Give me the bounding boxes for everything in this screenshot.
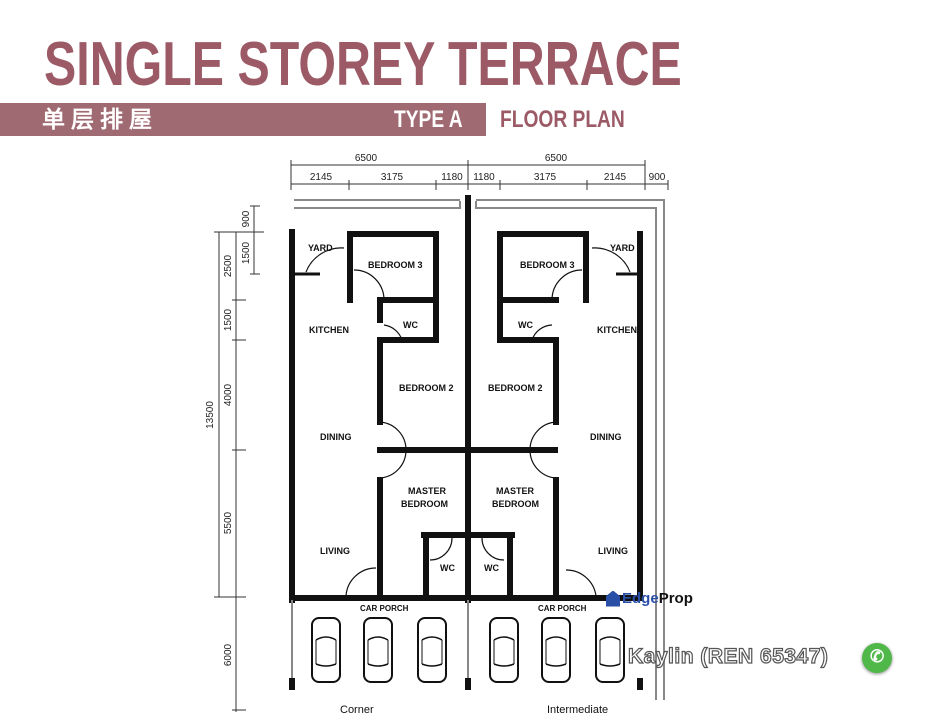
dim-top-seg: 2145 bbox=[310, 172, 333, 183]
room-labels-left: YARD BEDROOM 3 WC KITCHEN BEDROOM 2 DINI… bbox=[308, 243, 455, 613]
title-band bbox=[0, 103, 486, 136]
dim-side-yard: 1500 bbox=[241, 241, 252, 264]
top-dimension-lines bbox=[214, 160, 669, 712]
edgeprop-watermark: Edge Prop bbox=[606, 590, 693, 607]
room-bedroom: BEDROOM bbox=[401, 499, 448, 509]
dim-top-seg: 3175 bbox=[534, 172, 557, 183]
dim-side-seg: 4000 bbox=[223, 383, 234, 406]
car-icon bbox=[417, 617, 447, 683]
porch-posts bbox=[291, 600, 469, 680]
room-bedroom-3: BEDROOM 3 bbox=[520, 260, 575, 270]
room-kitchen: KITCHEN bbox=[309, 325, 349, 335]
car-icon bbox=[595, 617, 625, 683]
room-bedroom-3: BEDROOM 3 bbox=[368, 260, 423, 270]
room-bedroom: BEDROOM bbox=[492, 499, 539, 509]
room-bedroom-2: BEDROOM 2 bbox=[488, 383, 543, 393]
room-labels-right: YARD BEDROOM 3 WC KITCHEN BEDROOM 2 DINI… bbox=[484, 243, 637, 613]
page-title: SINGLE STOREY TERRACE bbox=[44, 30, 682, 99]
room-dining: DINING bbox=[320, 432, 352, 442]
dim-side-seg: 5500 bbox=[223, 511, 234, 534]
caption-corner: Corner bbox=[340, 704, 374, 716]
car-icon bbox=[489, 617, 519, 683]
chinese-title: 单层排屋 bbox=[42, 107, 158, 133]
dim-top-seg: 1180 bbox=[441, 172, 463, 183]
room-master: MASTER bbox=[408, 486, 447, 496]
type-label: TYPE A bbox=[394, 106, 463, 133]
room-car-porch: CAR PORCH bbox=[538, 604, 587, 613]
car-icon bbox=[541, 617, 571, 683]
room-master: MASTER bbox=[496, 486, 535, 496]
dim-top-seg: 1180 bbox=[473, 172, 495, 183]
porch-columns bbox=[289, 678, 643, 690]
dim-side-seg: 1500 bbox=[223, 308, 234, 331]
floor-plan-label: FLOOR PLAN bbox=[500, 106, 625, 133]
dim-top-seg: 3175 bbox=[381, 172, 404, 183]
dim-top-total-left: 6500 bbox=[355, 153, 378, 164]
dim-side-porch: 6000 bbox=[223, 643, 234, 666]
whatsapp-icon[interactable]: ✆ bbox=[862, 643, 892, 673]
door-swings bbox=[292, 247, 640, 597]
room-yard: YARD bbox=[610, 243, 635, 253]
edgeprop-logo-icon bbox=[606, 590, 620, 607]
room-wc: WC bbox=[440, 563, 455, 573]
dimension-labels: 6500 6500 2145 3175 1180 1180 3175 2145 … bbox=[205, 153, 666, 666]
dim-side-yard: 900 bbox=[241, 210, 252, 227]
agent-label: Kaylin (REN 65347) bbox=[627, 644, 829, 668]
dim-top-extra: 900 bbox=[649, 172, 666, 183]
room-living: LIVING bbox=[598, 546, 628, 556]
site-boundary bbox=[294, 199, 665, 700]
room-car-porch: CAR PORCH bbox=[360, 604, 409, 613]
room-wc: WC bbox=[484, 563, 499, 573]
car-icon bbox=[311, 617, 341, 683]
dim-top-seg: 2145 bbox=[604, 172, 627, 183]
room-living: LIVING bbox=[320, 546, 350, 556]
room-bedroom-2: BEDROOM 2 bbox=[399, 383, 454, 393]
room-yard: YARD bbox=[308, 243, 333, 253]
room-wc: WC bbox=[403, 320, 418, 330]
room-kitchen: KITCHEN bbox=[597, 325, 637, 335]
dim-side-seg: 2500 bbox=[223, 254, 234, 277]
car-icon bbox=[363, 617, 393, 683]
room-wc: WC bbox=[518, 320, 533, 330]
dim-top-total-right: 6500 bbox=[545, 153, 568, 164]
walls bbox=[289, 195, 643, 603]
brand-edge: Edge bbox=[622, 590, 659, 607]
dim-side-total: 13500 bbox=[205, 401, 216, 429]
brand-prop: Prop bbox=[658, 590, 693, 607]
caption-intermediate: Intermediate bbox=[547, 704, 608, 716]
room-dining: DINING bbox=[590, 432, 622, 442]
